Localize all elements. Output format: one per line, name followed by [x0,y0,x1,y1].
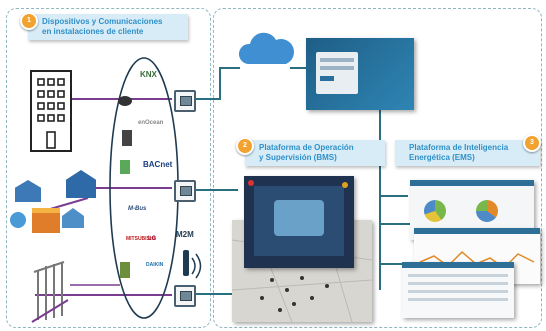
device-icon-2 [122,130,132,146]
section3-label: Plataforma de Inteligencia Energética (E… [395,140,540,166]
bank-building-icon [15,180,41,202]
office-building-icon [30,70,72,152]
globe-icon [10,212,26,228]
section1-title-line2: en instalaciones de cliente [42,27,144,36]
bacnet-logo: BACnet [143,160,173,169]
lg-logo: LG [148,236,157,242]
section1-badge: 1 [20,12,38,30]
gateway-device-1 [174,90,196,112]
house-icon [62,208,84,228]
devices-panel [6,8,211,328]
section2-title-line2: y Supervisión (BMS) [259,153,337,162]
ems-table-screenshot [402,262,514,318]
section2-label: Plataforma de Operación y Supervisión (B… [245,140,385,166]
section2-badge: 2 [236,137,254,155]
antenna-icon [183,250,189,276]
section3-badge: 3 [523,134,541,152]
m2m-label: M2M [176,230,194,239]
cloud-icon [238,32,294,64]
device-icon-3 [120,160,130,174]
store-building-icon [32,208,60,233]
link-gateway1-cloud [196,67,240,100]
device-icon-1 [118,96,132,106]
daikin-logo: DAIKIN [146,262,164,268]
section3-title-line2: Energética (EMS) [409,153,475,162]
wireless-signal [191,253,202,279]
enocean-logo: enOcean [138,120,164,126]
mbus-logo: M-Bus [128,206,147,212]
device-icon-4 [120,262,130,278]
login-screen-screenshot [306,38,414,110]
platforms-panel [213,8,542,328]
section1-title-line1: Dispositivos y Comunicaciones [42,17,163,26]
section3-title-line1: Plataforma de Inteligencia [409,143,509,152]
mitsubishi-logo: MITSUBISHI [126,236,155,242]
field-sensors-icon [31,261,69,323]
section2-title-line1: Plataforma de Operación [259,143,354,152]
section1-label: Dispositivos y Comunicaciones en instala… [28,14,188,40]
gateway-device-3 [174,285,196,307]
gateway-device-2 [174,180,196,202]
knx-logo: KNX [140,70,157,79]
bms-dashboard-screenshot [244,176,354,268]
